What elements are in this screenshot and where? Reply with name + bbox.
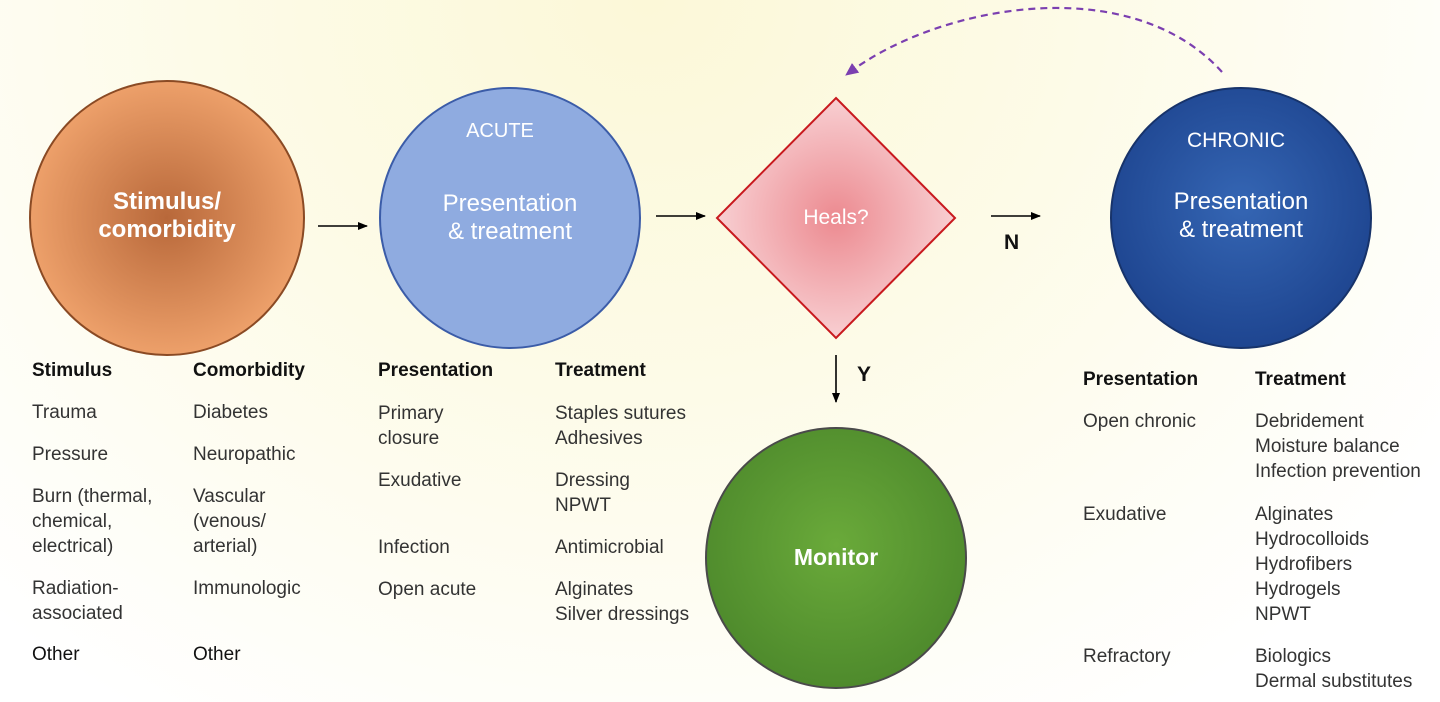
comorbidity-header: Comorbidity (193, 360, 305, 381)
arrow-chronic-feedback (845, 6, 1223, 76)
chronic-node-title: CHRONIC (1187, 129, 1285, 152)
chronic-treatment: Debridement Moisture balance Infection p… (1255, 411, 1421, 482)
stimulus-item: Radiation- associated (32, 578, 123, 624)
acute-treatment-header: Treatment (555, 360, 646, 381)
comorbidity-item: Immunologic (193, 578, 301, 599)
chronic-treatment-header: Treatment (1255, 369, 1346, 390)
stimulus-item: Pressure (32, 444, 109, 465)
acute-node-label: Presentation & treatment (442, 190, 578, 245)
stimulus-node (29, 80, 305, 356)
comorbidity-item: Diabetes (193, 402, 268, 423)
acute-presentation: Primary closure (378, 403, 444, 449)
chronic-treatment: Alginates Hydrocolloids Hydrofibers Hydr… (1255, 504, 1370, 625)
acute-presentation: Infection (378, 537, 450, 558)
chronic-presentation: Refractory (1083, 646, 1171, 667)
monitor-node (705, 427, 967, 689)
acute-node-title: ACUTE (466, 120, 534, 142)
comorbidity-item: Vascular (venous/ arterial) (193, 486, 266, 557)
stimulus-header: Stimulus (32, 360, 113, 381)
stimulus-node-label: Stimulus/ comorbidity (98, 188, 236, 243)
chronic-presentation-header: Presentation (1083, 369, 1199, 390)
stimulus-item: Trauma (32, 402, 97, 423)
acute-presentation-header: Presentation (378, 360, 494, 381)
acute-treatment: Dressing NPWT (555, 470, 630, 516)
chronic-presentation: Exudative (1083, 504, 1167, 525)
chronic-treatment: Biologics Dermal substitutes (1255, 646, 1413, 692)
acute-presentation: Open acute (378, 579, 477, 600)
chronic-node (1110, 87, 1372, 349)
acute-treatment: Alginates Silver dressings (555, 579, 690, 625)
chronic-node-label: Presentation & treatment (1173, 188, 1309, 243)
acute-treatment: Staples sutures Adhesives (555, 403, 686, 449)
chronic-presentation: Open chronic (1083, 411, 1197, 432)
comorbidity-footer: Other (193, 644, 241, 665)
edge-label-yes: Y (857, 363, 872, 386)
edge-label-no: N (1004, 231, 1020, 254)
heals-node-label: Heals? (803, 206, 869, 229)
heals-decision-node (715, 96, 957, 340)
comorbidity-item: Neuropathic (193, 444, 296, 465)
acute-node (379, 87, 641, 349)
acute-treatment: Antimicrobial (555, 537, 664, 558)
monitor-node-label: Monitor (793, 544, 879, 570)
acute-presentation: Exudative (378, 470, 462, 491)
stimulus-item: Burn (thermal, chemical, electrical) (32, 486, 153, 557)
stimulus-footer: Other (32, 644, 80, 665)
